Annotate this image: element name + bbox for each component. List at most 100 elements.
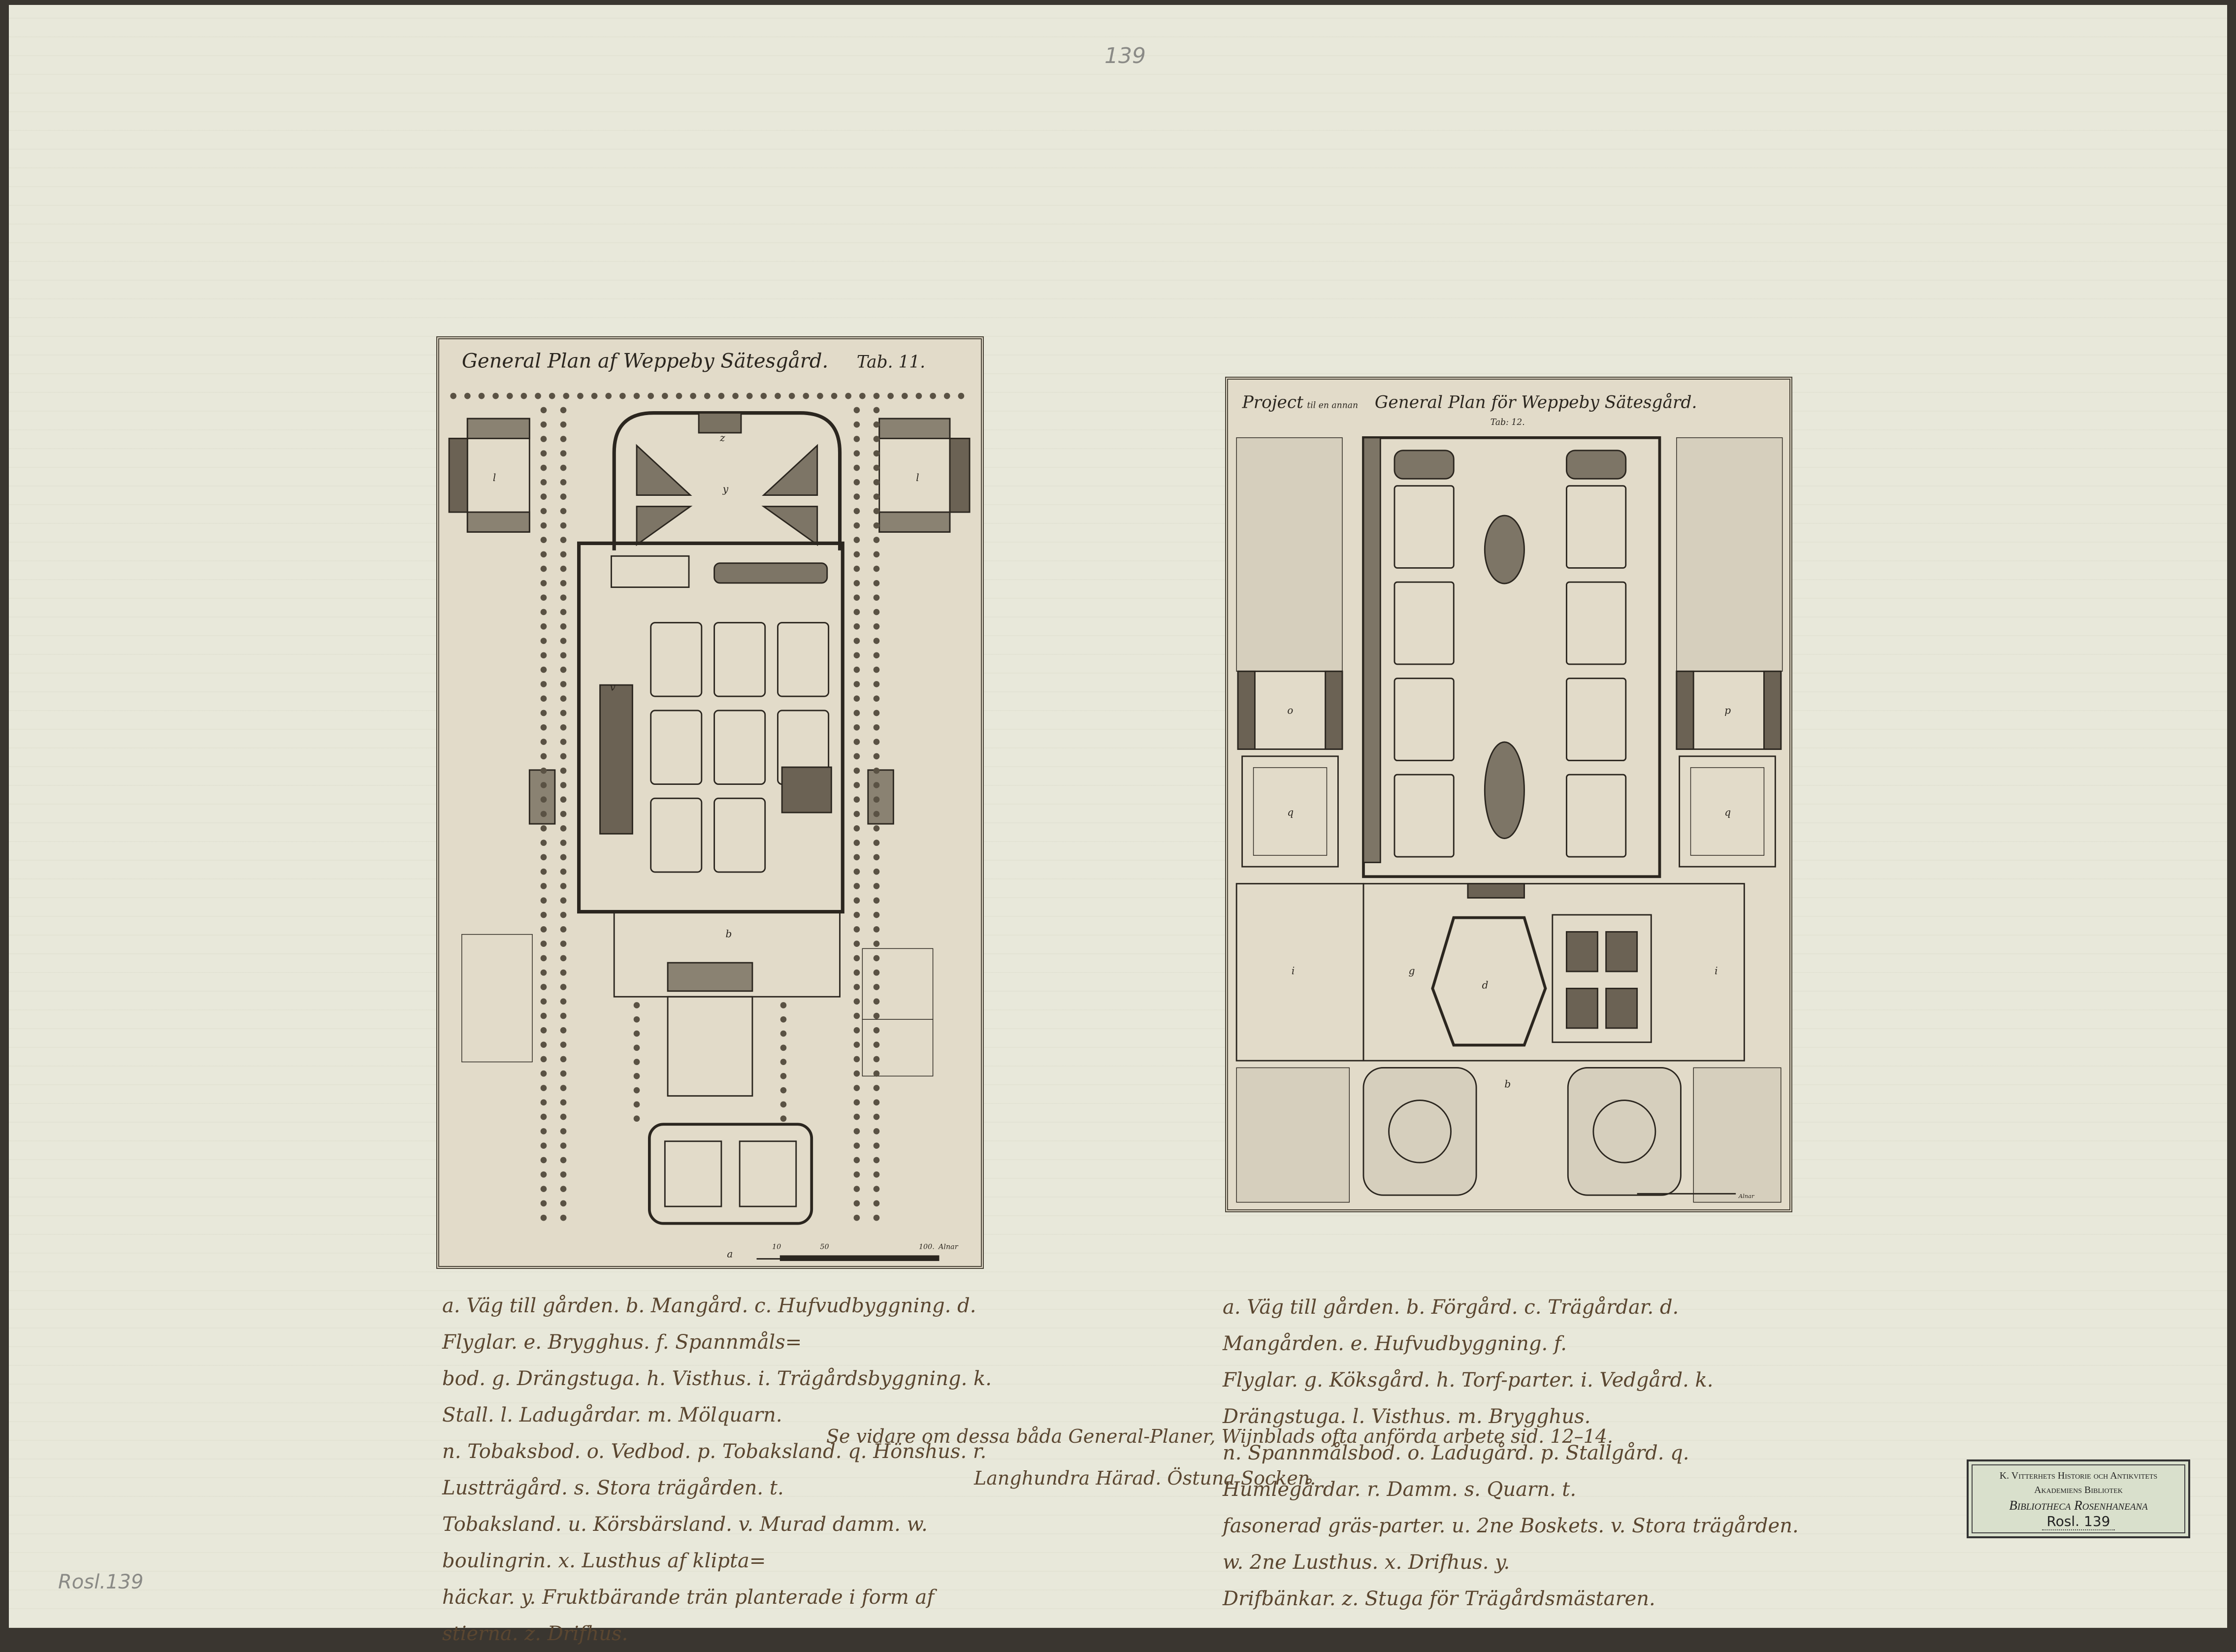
garden-bed	[1393, 485, 1455, 569]
legend-line: häckar. y. Fruktbärande trän planterade …	[442, 1586, 935, 1645]
plan-letter: i	[1715, 965, 1718, 977]
tree-icon	[873, 1056, 880, 1063]
tree-icon	[873, 955, 880, 962]
tree-icon	[560, 436, 567, 442]
pencil-shelfmark: Rosl.139	[58, 1571, 144, 1593]
tree-icon	[560, 623, 567, 630]
tree-icon	[560, 840, 567, 846]
pencil-page-number: 139	[1104, 43, 1146, 68]
plan-letter: a	[727, 1248, 733, 1260]
legend-line: n. Spannmålsbod. o. Ladugård. p. Stallgå…	[1223, 1442, 1689, 1501]
tree-icon	[540, 580, 547, 586]
tree-icon	[853, 883, 860, 889]
tree-icon	[873, 911, 880, 918]
parterre	[1393, 450, 1455, 480]
tree-icon	[540, 854, 547, 861]
tree-icon	[560, 825, 567, 832]
tree-icon	[873, 666, 880, 673]
tree-icon	[540, 666, 547, 673]
tree-icon	[540, 1214, 547, 1221]
tree-icon	[873, 753, 880, 760]
tree-icon	[775, 392, 781, 399]
garden-bed	[1566, 678, 1627, 761]
tree-icon	[540, 623, 547, 630]
tree-icon	[853, 580, 860, 586]
legend-line: n. Tobaksbod. o. Vedbod. p. Tobaksland. …	[442, 1440, 987, 1499]
garden-bed	[713, 797, 766, 873]
garden-bed	[650, 710, 703, 785]
tree-icon	[930, 392, 936, 399]
paper-sheet: 139 Rosl.139 General Plan af Weppeby Sät…	[9, 5, 2227, 1645]
tree-icon	[873, 695, 880, 702]
tree-icon	[853, 1012, 860, 1019]
tree-icon	[873, 1012, 880, 1019]
tree-icon	[780, 1073, 787, 1079]
label-line-2: Akademiens Bibliotek	[2034, 1485, 2123, 1495]
tree-icon	[853, 1027, 860, 1034]
tree-icon	[853, 464, 860, 471]
tree-icon	[873, 537, 880, 543]
plan-letter: l	[493, 472, 496, 484]
tree-icon	[560, 580, 567, 586]
tree-icon	[853, 782, 860, 788]
tree-icon	[633, 1059, 640, 1065]
tree-icon	[817, 392, 823, 399]
tree-icon	[873, 1113, 880, 1120]
tree-icon	[506, 392, 513, 399]
tree-icon	[873, 897, 880, 904]
tree-icon	[560, 421, 567, 428]
tree-icon	[464, 392, 471, 399]
label-shelfmark: Rosl. 139	[2042, 1513, 2115, 1530]
tree-icon	[780, 1101, 787, 1108]
tree-icon	[540, 1099, 547, 1106]
tree-icon	[560, 666, 567, 673]
tree-icon	[560, 464, 567, 471]
tree-icon	[540, 753, 547, 760]
scale-tick: 50	[820, 1243, 829, 1251]
tree-icon	[873, 551, 880, 558]
garden-bed	[1393, 581, 1455, 665]
garden-bed	[650, 622, 703, 697]
tree-icon	[873, 1070, 880, 1077]
legend-line: fasonerad gräs-parter. u. 2ne Boskets. v…	[1223, 1515, 1799, 1574]
tree-icon	[560, 594, 567, 601]
tree-icon	[873, 580, 880, 586]
tree-icon	[560, 609, 567, 615]
tree-icon	[540, 1056, 547, 1063]
scale-tick: 10	[772, 1243, 781, 1251]
tree-icon	[873, 609, 880, 615]
tree-icon	[560, 479, 567, 486]
plan-letter: d	[1482, 979, 1489, 991]
tree-icon	[853, 479, 860, 486]
tree-icon	[853, 998, 860, 1005]
reference-note: Se vidare om dessa båda General-Planer, …	[826, 1425, 1614, 1447]
parterre	[1566, 450, 1627, 480]
tree-icon	[563, 392, 570, 399]
tree-icon	[633, 1115, 640, 1122]
tree-icon	[560, 796, 567, 803]
tree-icon	[560, 1056, 567, 1063]
tree-icon	[560, 522, 567, 529]
tree-icon	[853, 436, 860, 442]
tree-icon	[540, 493, 547, 500]
tree-icon	[540, 911, 547, 918]
tree-icon	[560, 1099, 567, 1106]
tree-icon	[873, 450, 880, 457]
tree-icon	[873, 767, 880, 774]
tree-icon	[540, 782, 547, 788]
garden-bed	[1393, 678, 1455, 761]
tree-icon	[540, 565, 547, 572]
tree-icon	[853, 551, 860, 558]
tree-icon	[873, 1142, 880, 1149]
tree-icon	[853, 940, 860, 947]
tree-icon	[873, 926, 880, 933]
legend-line: bod. g. Drängstuga. h. Visthus. i. Trägå…	[442, 1367, 992, 1426]
tree-icon	[902, 392, 908, 399]
tree-icon	[540, 681, 547, 687]
tree-icon	[887, 392, 894, 399]
tree-icon	[540, 1012, 547, 1019]
tree-icon	[560, 955, 567, 962]
tree-icon	[560, 1214, 567, 1221]
tree-icon	[853, 594, 860, 601]
tree-icon	[540, 969, 547, 976]
